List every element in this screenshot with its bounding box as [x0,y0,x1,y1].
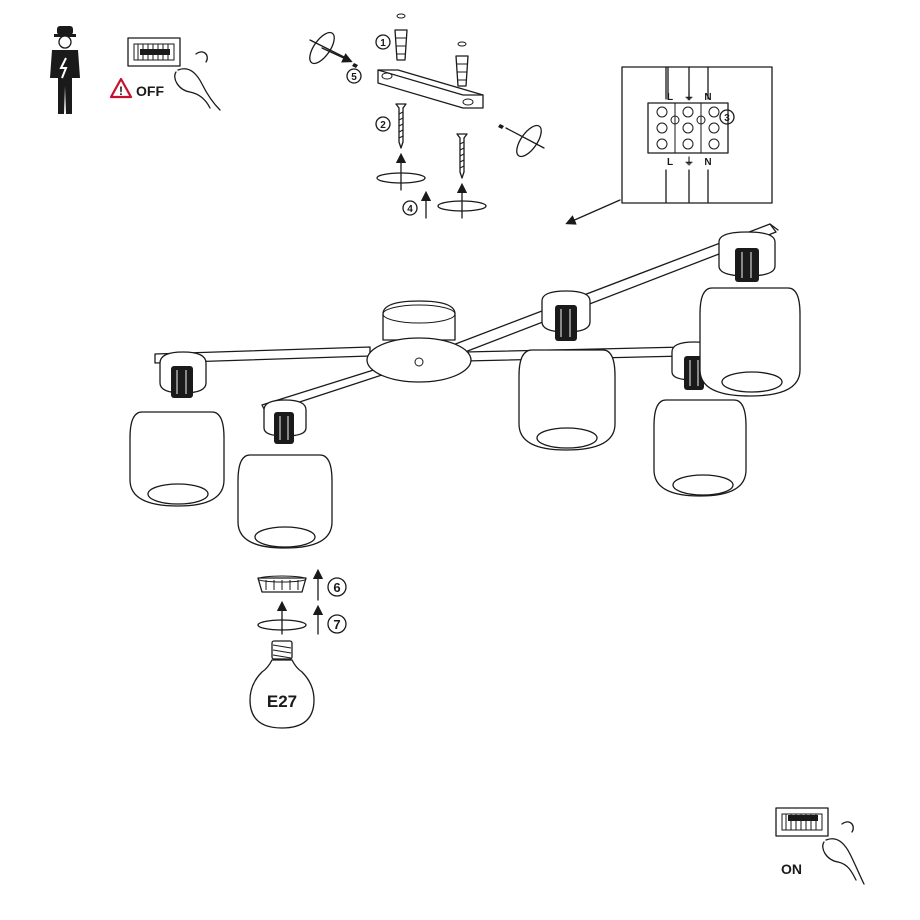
svg-text:!: ! [119,84,123,98]
on-label: ON [781,861,802,877]
lamp-holder-2 [263,399,307,444]
glass-shade-5 [699,287,801,397]
lamp-holder-1 [159,351,207,398]
light-bulb-icon [249,640,315,729]
svg-text:3: 3 [724,113,730,124]
svg-text:6: 6 [333,580,340,595]
lamp-holder-3 [541,290,591,341]
wall-plug-1 [394,13,408,61]
terminal-label-earth-top: ⏚ [684,91,694,103]
step-badge-7: 7 [327,614,347,634]
svg-text:4: 4 [407,204,413,215]
tighten-screw-icon-2 [437,182,487,219]
bulb-label: E27 [267,692,297,711]
glass-shade-2 [237,454,333,549]
glass-shade-1 [129,411,225,507]
supply-wires-top [665,66,709,100]
lamp-holder-5 [718,231,776,282]
step-badge-6: 6 [327,577,347,597]
step-badge-2: 2 [375,116,391,132]
svg-text:2: 2 [380,120,386,131]
breaker-on-icon [775,807,865,885]
off-label: OFF [136,83,164,99]
breaker-off-icon [127,37,221,111]
wall-plug-2 [455,41,469,87]
screwdriver-icon-1 [309,31,358,68]
screwdriver-icon-2 [498,124,545,158]
lamp-wires-bottom [665,169,709,203]
terminal-label-l-top: L [667,92,673,103]
mounting-bracket [377,69,484,109]
electrician-icon [50,26,80,114]
svg-text:1: 1 [380,38,386,49]
glass-shade-3 [518,349,616,451]
glass-shade-4 [653,399,747,497]
twist-arrow-icon [257,600,307,635]
svg-text:7: 7 [333,617,340,632]
step-badge-4: 4 [402,200,418,216]
svg-text:5: 5 [351,72,357,83]
step-badge-3: 3 [719,109,735,125]
tighten-screw-icon-1 [376,152,426,191]
terminal-label-n-bottom: N [704,157,711,168]
step-badge-5: 5 [346,68,362,84]
chandelier-frame [154,223,779,414]
terminal-label-n-top: N [704,92,711,103]
screw-2 [456,133,468,179]
step-badge-1: 1 [375,34,391,50]
detail-pointer-arrow [565,199,621,225]
screw-1 [395,103,407,149]
shade-ring-nut [257,575,307,593]
terminal-label-l-bottom: L [667,157,673,168]
terminal-label-earth-bottom: ⏚ [684,156,694,168]
terminal-block-detail: L ⏚ N L ⏚ N 3 [621,66,773,204]
warning-triangle-icon: ! [109,77,133,99]
